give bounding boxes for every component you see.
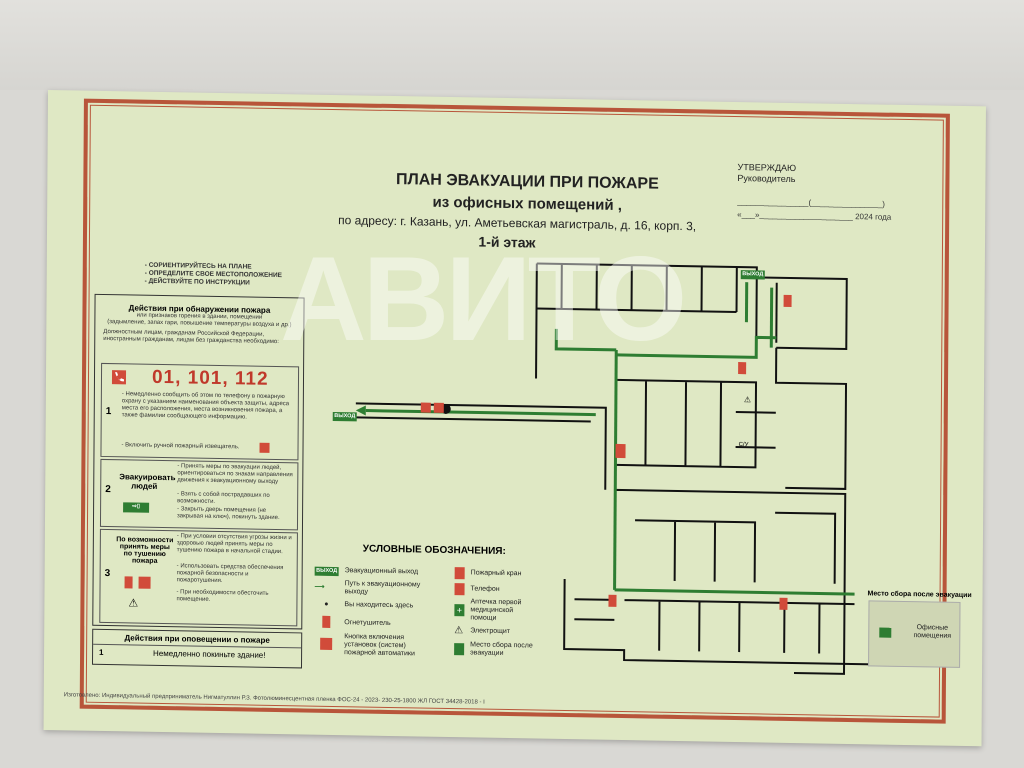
extinguisher-icon xyxy=(124,576,133,589)
route-arrow xyxy=(613,349,618,590)
legend-label: Путь к эвакуационному выходу xyxy=(344,580,421,596)
gathering-label: Офисные помещения xyxy=(913,624,952,640)
exit-sign-left: ВЫХОД xyxy=(332,411,357,422)
legend-label: Телефон xyxy=(470,585,500,593)
orientation-instructions: - СОРИЕНТИРУЙТЕСЬ НА ПЛАНЕ - ОПРЕДЕЛИТЕ … xyxy=(145,262,282,288)
alert-panel: Действия при оповещении о пожаре 1 Немед… xyxy=(91,628,303,669)
legend-label: Место сбора после эвакуации xyxy=(470,641,533,657)
hydrant-marker xyxy=(615,443,626,459)
route-arrow xyxy=(616,335,777,359)
legend-label: Пожарный кран xyxy=(470,569,522,578)
alarm-button-icon xyxy=(259,442,270,453)
legend-item: Место сбора после эвакуации xyxy=(454,639,564,661)
legend-label: Эвакуационный выход xyxy=(344,567,419,576)
extinguisher-marker xyxy=(608,594,617,607)
approval-signature-line: ________________(________________) xyxy=(737,197,886,209)
legend-symbol-exit: ВЫХОД xyxy=(314,566,339,576)
legend-phone-icon xyxy=(454,583,465,596)
legend-arrow-icon: ⟶ xyxy=(314,583,325,591)
extinguisher-marker xyxy=(783,294,792,307)
step2-box: 2 Эвакуировать людей ⇨▯ - Принять меры п… xyxy=(99,458,299,531)
step3-text: - При условии отсутствия угрозы жизни и … xyxy=(176,533,292,556)
step2-text3: - Закрыть дверь помещения (не закрывая н… xyxy=(177,506,280,522)
floor-plan: ⚠ xyxy=(355,262,875,675)
step1-box: 01, 101, 112 1 - Немедленно сообщить об … xyxy=(100,362,300,461)
phone-icon xyxy=(111,370,127,385)
alert-header: Действия при оповещении о пожаре xyxy=(93,632,302,649)
evacuation-plan-sign: ПЛАН ЭВАКУАЦИИ ПРИ ПОЖАРЕ из офисных пом… xyxy=(43,90,986,747)
alert-text: Немедленно покиньте здание! xyxy=(153,648,266,660)
evacuation-routes xyxy=(355,282,855,596)
electrical-warning-icon: ⚠ xyxy=(128,597,139,610)
extinguisher-marker xyxy=(738,362,747,375)
step2-text: - Принять меры по эвакуации людей, ориен… xyxy=(177,463,293,486)
legend-hydrant-icon xyxy=(454,567,465,580)
legend-gathering-icon xyxy=(454,643,465,656)
legend-label: Кнопка включения установок (систем) пожа… xyxy=(344,633,415,658)
legend-item: + Аптечка первой медицинской помощи xyxy=(454,597,564,625)
legend-button-icon xyxy=(314,637,338,652)
step3-box: 3 По возможности принять меры по тушению… xyxy=(99,528,298,627)
step3-number: 3 xyxy=(104,568,111,580)
emergency-phone-numbers: 01, 101, 112 xyxy=(151,366,269,390)
legend-item: Пожарный кран xyxy=(454,565,565,583)
step3-text2: - Использовать средства обеспечения пожа… xyxy=(176,563,284,585)
route-arrow xyxy=(554,328,617,352)
restroom-label: С/У xyxy=(738,442,749,449)
gathering-point-icon xyxy=(879,627,892,638)
wall xyxy=(0,0,1024,90)
fire-hydrant-icon xyxy=(138,576,151,589)
step3-text3: - При необходимости обесточить помещение… xyxy=(176,589,269,603)
route-arrow xyxy=(365,409,596,417)
step2-text2: - Взять с собой пострадавших по возможно… xyxy=(177,491,270,505)
approval-block: УТВЕРЖДАЮ Руководитель ________________(… xyxy=(737,162,891,223)
legend-electrical-icon: ⚠ xyxy=(454,625,464,637)
step3-label: По возможности принять меры по тушению п… xyxy=(116,536,174,565)
step2-label: Эвакуировать людей xyxy=(119,472,176,491)
legend-label: Вы находитесь здесь xyxy=(344,601,414,610)
legend-label: Огнетушитель xyxy=(344,619,391,627)
electrical-panel-icon: ⚠ xyxy=(744,395,751,404)
route-arrow xyxy=(614,588,855,596)
legend-dot-icon: ● xyxy=(324,600,329,608)
actions-persons: Должностным лицам, гражданам Российской … xyxy=(103,328,279,346)
gathering-area: Офисные помещения xyxy=(868,600,961,668)
step1-number: 1 xyxy=(105,406,112,418)
actions-panel: Действия при обнаружении пожара или приз… xyxy=(92,293,305,630)
alert-number: 1 xyxy=(99,647,104,657)
legend-first-aid-icon: + xyxy=(454,604,465,617)
extinguisher-marker xyxy=(779,597,788,610)
approval-role: Руководитель xyxy=(737,173,796,185)
step2-number: 2 xyxy=(105,484,111,496)
watermark: АВИТО xyxy=(280,232,687,366)
route-arrowhead xyxy=(355,405,366,416)
legend-column-2: Пожарный кран Телефон + Аптечка первой м… xyxy=(454,565,565,661)
legend-extinguisher-icon xyxy=(314,615,338,630)
step1-text2: - Включить ручной пожарный извещатель. xyxy=(121,442,240,451)
exit-sign-icon: ⇨▯ xyxy=(123,502,150,513)
legend-item: ⚠ Электрощит xyxy=(454,623,564,641)
legend-item: Телефон xyxy=(454,581,564,599)
extinguisher-marker xyxy=(420,402,431,413)
alarm-button-marker xyxy=(433,402,444,413)
legend-label: Аптечка первой медицинской помощи xyxy=(470,598,522,622)
legend-label: Электрощит xyxy=(470,627,511,636)
step1-text: - Немедленно сообщить об этом по телефон… xyxy=(121,391,290,421)
